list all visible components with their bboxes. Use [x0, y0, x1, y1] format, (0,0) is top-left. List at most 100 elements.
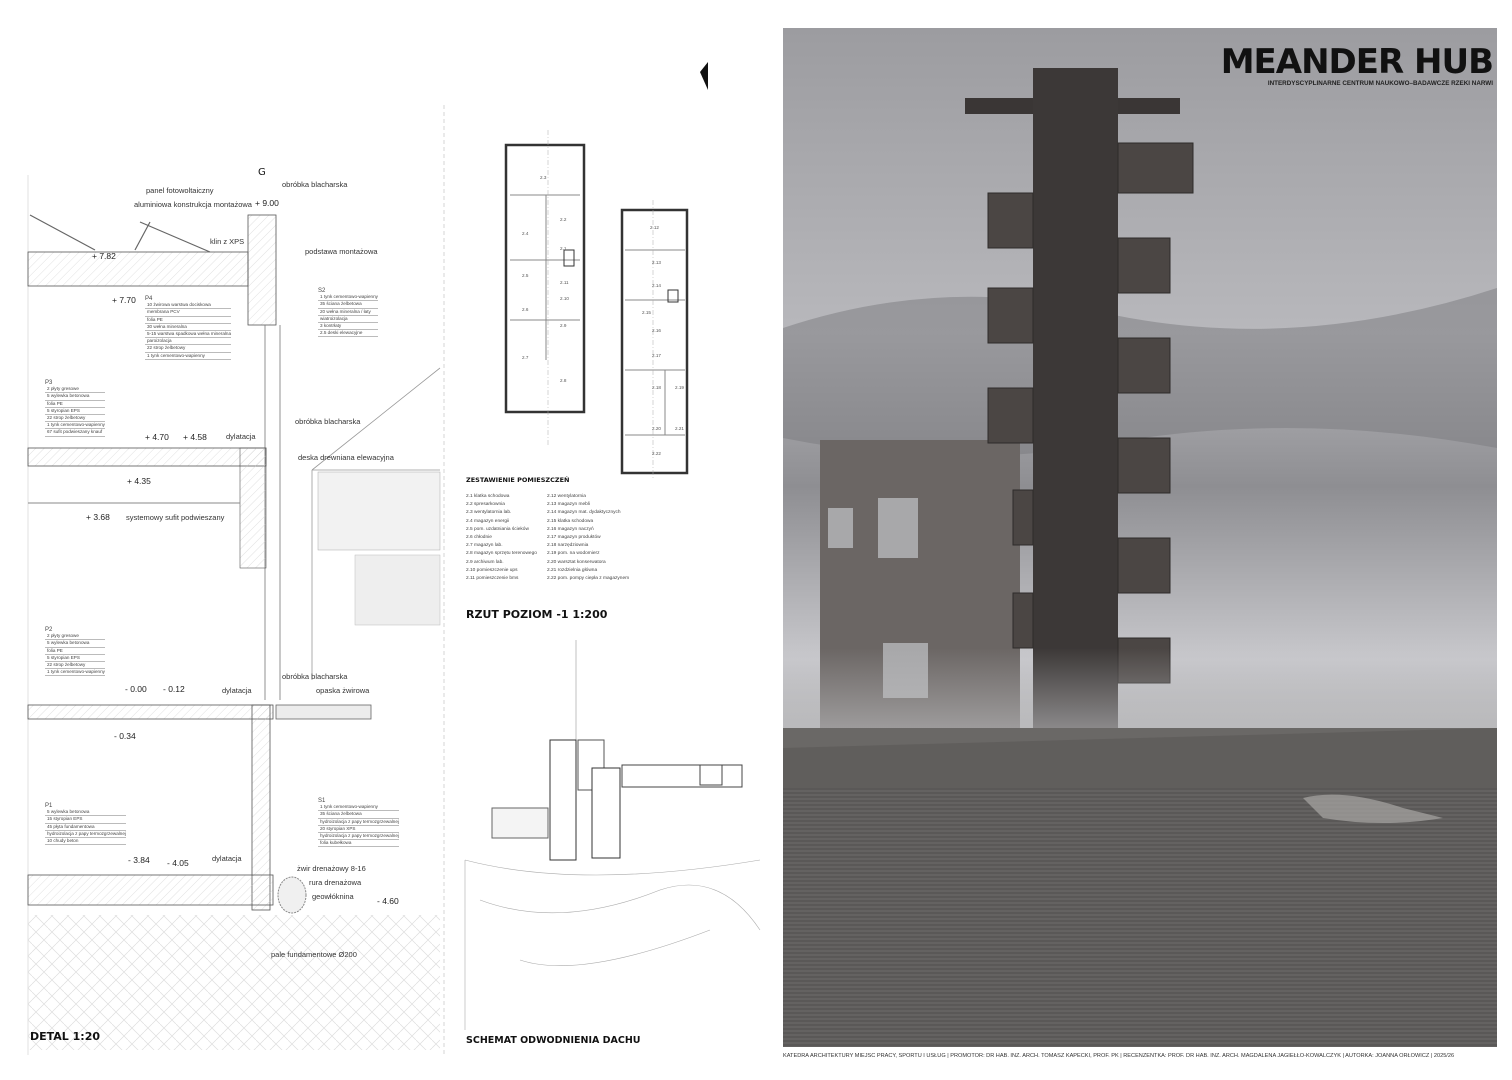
spec-layer: 22 strop żelbetowy — [45, 415, 105, 423]
level-mark: - 3.84 — [128, 855, 150, 865]
spec-layer: 67 sufit podwieszany knauf — [45, 429, 105, 437]
label-deska: deska drewniana elewacyjna — [298, 453, 394, 462]
room-list-item: 2.10 pomieszczenie ups — [466, 567, 518, 573]
room-tag: 2.7 — [522, 355, 529, 360]
spec-layer: 5 wylewka betonowa — [45, 809, 126, 817]
level-mark: - 0.34 — [114, 731, 136, 741]
spec-layer: 20 styropian XPS — [318, 826, 399, 834]
room-list-item: 2.14 magazyn mat. dydaktycznych — [547, 510, 621, 516]
room-list-item: 2.11 pomieszczenie bms — [466, 576, 519, 582]
spec-layer: 45 płyta fundamentowa — [45, 824, 126, 831]
spec-layer: 1 tynk cementowo-wapienny — [318, 804, 399, 812]
spec-layer: 2.5 deski elewacyjne — [318, 330, 378, 338]
room-list-item: 2.3 wentylatornia lab. — [466, 510, 512, 516]
label-zwir: żwir drenażowy 8-16 — [297, 864, 366, 873]
room-tag: 2.15 — [642, 310, 651, 315]
spec-layer: 2 płyty gresowe — [45, 386, 105, 394]
room-list-item: 2.17 magazyn produktów — [547, 535, 601, 541]
level-mark: - 0.12 — [163, 684, 185, 694]
room-tag: 2.17 — [652, 353, 661, 358]
spec-layer: paroizolacja — [145, 338, 232, 346]
spec-layer: 10 żwirowa warstwa dociskowa — [145, 302, 232, 310]
plan-title: RZUT POZIOM -1 1:200 — [466, 608, 608, 621]
drainage-drawing — [464, 640, 761, 1030]
spec-layer: 30 wełna mineralna — [145, 324, 232, 332]
spec-layer: 5 wylewka betonowa — [45, 393, 105, 401]
room-list-title: ZESTAWIENIE POMIESZCZEŃ — [466, 476, 570, 484]
room-tag: 2.6 — [522, 307, 529, 312]
level-mark: - 4.60 — [377, 896, 399, 906]
spec-layer: 1 tynk cementowo-wapienny — [45, 422, 105, 430]
spec-layer: folia kubełkowa — [318, 840, 399, 848]
label-obrobka: obróbka blacharska — [282, 180, 348, 189]
label-pale: pale fundamentowe Ø200 — [271, 950, 357, 959]
spec-layer: wiatroizolacja — [318, 316, 378, 324]
room-list-item: 2.21 rozdzielnia główna — [547, 567, 598, 573]
poster-subtitle: INTERDYSCYPLINARNE CENTRUM NAUKOWO–BADAW… — [1267, 80, 1493, 87]
room-tag: 2.22 — [652, 451, 661, 456]
room-tag: 2.13 — [652, 260, 661, 265]
label-dylatacja: dylatacja — [222, 686, 252, 695]
spec-layer: membrana PCV — [145, 309, 232, 317]
label-obrobka: obróbka blacharska — [282, 672, 348, 681]
spec-layer: hydroizolacja z papy termozgrzewalnej — [318, 833, 399, 841]
axis-label: G — [258, 167, 266, 178]
room-tag: 2.14 — [652, 283, 661, 288]
detail-drawing — [27, 105, 445, 1055]
label-podstawa: podstawa montażowa — [305, 247, 378, 256]
poster-title: MEANDER HUB — [1220, 42, 1494, 82]
spec-layer: folia PE — [45, 648, 105, 655]
room-tag: 2.18 — [652, 385, 661, 390]
room-list-item: 2.6 chłodnie — [466, 535, 492, 541]
spec-layer: hydroizolacja z papy termozgrzewalnej — [318, 819, 399, 826]
label-opaska: opaska żwirowa — [316, 686, 370, 695]
room-list-item: 2.22 pom. pompy ciepła z magazynem — [547, 576, 630, 582]
room-list-item: 2.1 klatka schodowa — [466, 494, 510, 499]
room-tag: 2.9 — [560, 323, 567, 328]
room-list-item: 2.8 magazyn sprzętu terenowego — [466, 551, 537, 557]
label-klin: klin z XPS — [210, 237, 245, 246]
north-arrow-icon — [700, 62, 708, 90]
spec-layer: hydroizolacja z papy termozgrzewalnej — [45, 831, 126, 839]
spec-layer: 10 chudy beton — [45, 838, 126, 846]
room-tag: 2.1 — [560, 246, 567, 251]
room-tag: 2.8 — [560, 378, 567, 383]
spec-layer: folia PE — [45, 401, 105, 408]
floor-plan-drawing — [504, 62, 708, 480]
label-rura: rura drenażowa — [309, 878, 362, 887]
room-tag: 2.4 — [522, 231, 529, 236]
spec-name: S2 — [318, 288, 326, 294]
spec-layer: 1 tynk cementowo-wapienny — [45, 669, 105, 677]
spec-layer: 22 strop żelbetowy — [45, 662, 105, 670]
spec-layer: 1 tynk cementowo-wapienny — [318, 294, 378, 302]
spec-name: P3 — [45, 380, 53, 386]
spec-layer: folia PE — [145, 317, 232, 324]
spec-name: P2 — [45, 627, 53, 633]
room-list-item: 2.4 magazyn energii — [466, 518, 510, 524]
room-tag: 2.5 — [522, 273, 529, 278]
spec-name: S1 — [318, 798, 326, 804]
room-list-item: 2.19 pom. na wodomierz — [547, 551, 600, 557]
level-mark: + 4.35 — [127, 476, 151, 486]
spec-layer: 15 styropian EPS — [45, 816, 126, 824]
room-tag: 2.3 — [540, 175, 547, 180]
room-list-item: 2.9 archiwum lab. — [466, 559, 504, 565]
render-image: MEANDER HUB INTERDYSCYPLINARNE CENTRUM N… — [783, 28, 1497, 1047]
spec-layer: 2 płyty gresowe — [45, 633, 105, 641]
spec-layer: 3 kontrłaty — [318, 323, 378, 331]
room-tag: 2.12 — [650, 225, 659, 230]
spec-layer: 1 tynk cementowo-wapienny — [145, 353, 232, 360]
level-mark: + 3.68 — [86, 512, 110, 522]
room-tag: 2.2 — [560, 217, 567, 222]
room-tag: 2.19 — [675, 385, 684, 390]
spec-layer: 35 ściana żelbetowa — [318, 301, 378, 309]
spec-layer: 5 styropian EPS — [45, 408, 105, 416]
label-obrobka: obróbka blacharska — [295, 417, 361, 426]
